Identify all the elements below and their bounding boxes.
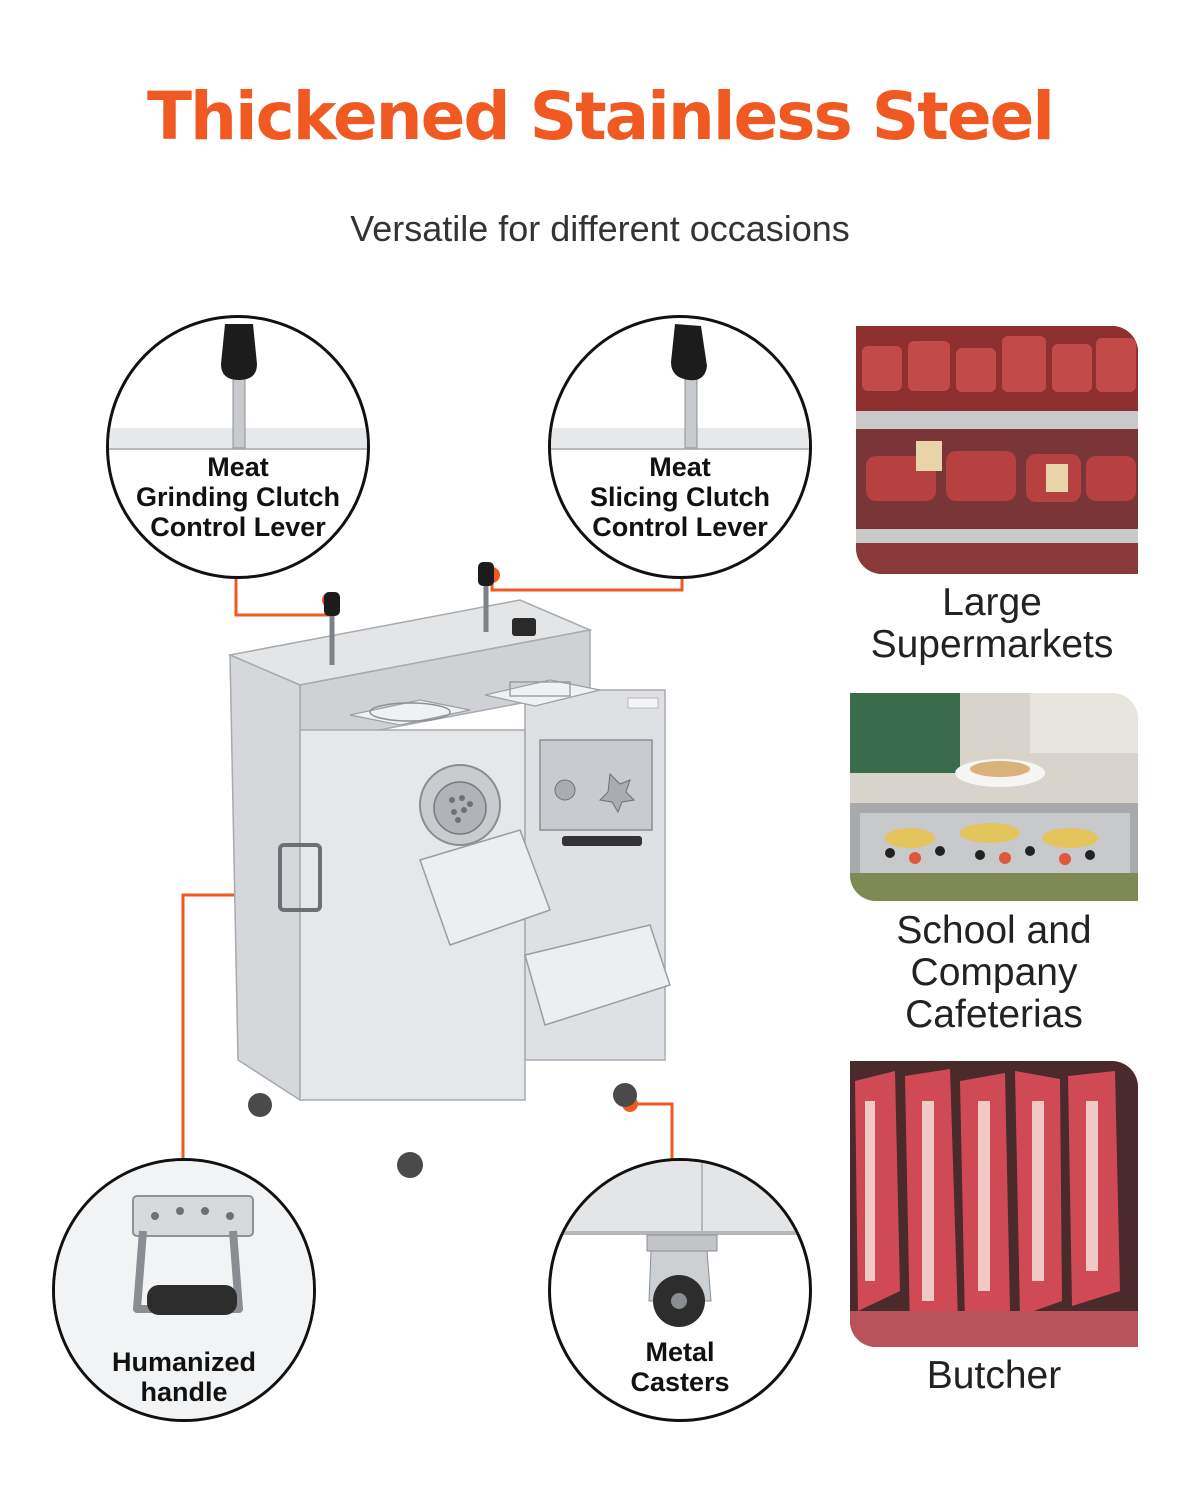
scene-cafeteria-label: School and Company Cafeterias	[896, 909, 1092, 1036]
slicing-lever-illustration	[551, 324, 809, 450]
grinding-lever-illustration	[109, 324, 367, 450]
scene-cafeteria-image	[850, 693, 1138, 901]
handle-label: Humanized handle	[111, 1347, 257, 1407]
scene-supermarket-image	[856, 326, 1138, 574]
casters-label: Metal Casters	[630, 1337, 730, 1397]
callout-grinding-lever: Meat Grinding Clutch Control Lever	[106, 315, 370, 579]
callout-casters: Metal Casters	[548, 1158, 812, 1422]
slicing-lever-label: Meat Slicing Clutch Control Lever	[589, 452, 770, 542]
grinding-lever-label: Meat Grinding Clutch Control Lever	[136, 452, 340, 542]
page-title: Thickened Stainless Steel	[146, 78, 1055, 155]
scene-butcher-label: Butcher	[926, 1354, 1062, 1397]
meat-processing-machine	[227, 562, 671, 1178]
caster-illustration	[551, 1161, 809, 1327]
scene-supermarket-label: Large Supermarkets	[870, 581, 1114, 666]
callout-slicing-lever: Meat Slicing Clutch Control Lever	[548, 315, 812, 579]
handle-illustration	[55, 1161, 313, 1419]
scene-butcher-image	[850, 1061, 1138, 1347]
callout-handle: Humanized handle	[52, 1158, 316, 1422]
page-subtitle: Versatile for different occasions	[350, 208, 850, 249]
